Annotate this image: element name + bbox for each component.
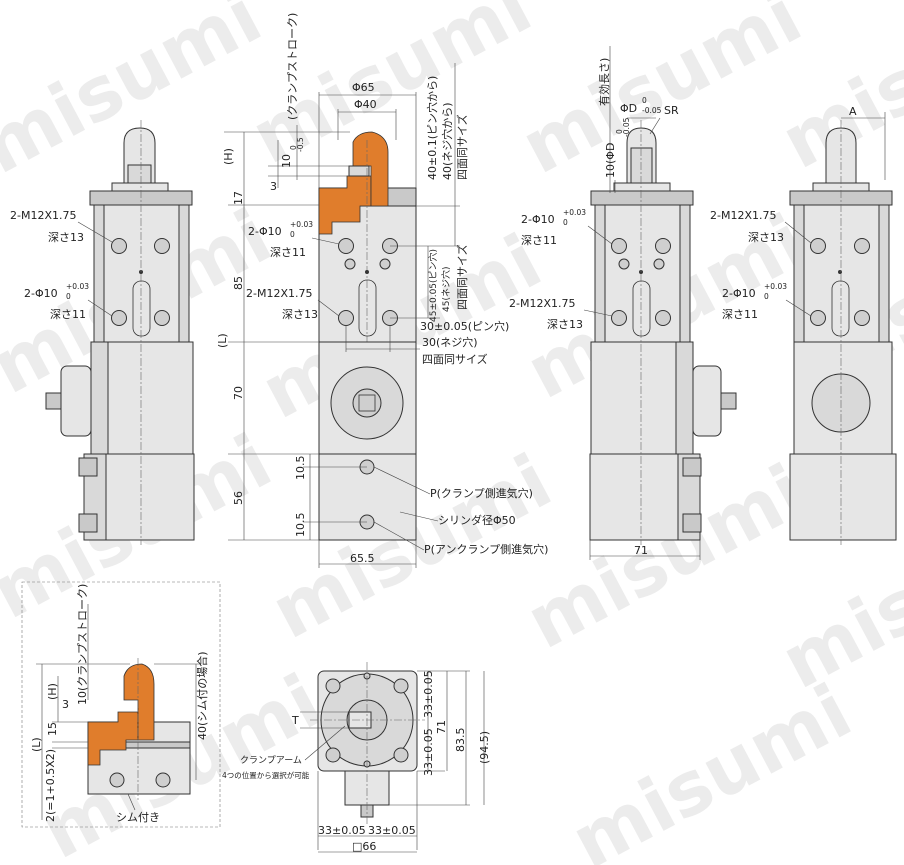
dim-3: 3: [270, 180, 277, 193]
dim-83-5: 83.5: [454, 728, 467, 753]
v-45-pin: 45±0.05(ピン穴): [427, 249, 439, 322]
dim-3: 3: [62, 698, 69, 711]
shim-detail: (H) 10(クランプストローク) 3 15 (L) 2(=1+0.5X2) 4…: [21, 581, 221, 828]
dim-33: 33±0.05: [422, 728, 435, 776]
pin-hole-tol-top: +0.03: [66, 282, 89, 291]
dim-shim-2: 2(=1+0.5X2): [44, 749, 57, 822]
dim-t: T: [291, 714, 299, 727]
watermark-text: misumi: [508, 0, 815, 191]
clamp-stroke-label: (クランプストローク): [286, 13, 299, 120]
v-same4: 四面同サイズ: [455, 244, 469, 310]
pin-hole-tol-top: +0.03: [764, 282, 787, 291]
clamp-arm-label: クランプアーム: [240, 755, 302, 766]
with-shim-dim: 40(シム付の場合): [195, 651, 209, 740]
v-45-screw: 45(ネジ穴): [440, 267, 452, 312]
watermark-text: misumi: [558, 668, 865, 865]
dim-15: 15: [46, 722, 59, 736]
dim-phi65: Φ65: [352, 81, 375, 94]
depth-label: 深さ11: [521, 234, 557, 247]
dim-70: 70: [232, 386, 245, 400]
pin-hole-tol-bot: 0: [764, 292, 769, 301]
pin-hole-label: 2-Φ10: [24, 287, 58, 300]
dim-h: (H): [222, 148, 235, 165]
pin-hole-label: 2-Φ10: [521, 213, 555, 226]
port-p-clamp: P(クランプ側進気穴): [430, 486, 533, 500]
dim-33: 33±0.05: [368, 824, 416, 837]
front-view: Φ65 Φ40 (クランプストローク) (H) 17 85 70 56 (L) …: [216, 13, 548, 568]
pin-hole-tol-bot: 0: [290, 230, 295, 239]
depth-label: 深さ11: [722, 308, 758, 321]
arm-note: 4つの位置から選択が可能: [222, 770, 310, 780]
depth-label: 深さ13: [748, 231, 784, 244]
tap-label: 2-M12X1.75: [509, 297, 575, 310]
depth-label: 深さ13: [48, 231, 84, 244]
dim-10-tol-top: 0: [289, 145, 298, 150]
dim-94-5: (94.5): [478, 731, 491, 764]
dim-10-5: 10.5: [294, 513, 307, 538]
dim-phi40: Φ40: [354, 98, 377, 111]
dim-h: (H): [46, 683, 59, 700]
pin-hole-label: 2-Φ10: [248, 225, 282, 238]
dim-l: (L): [216, 333, 229, 348]
v-40-screw: 40(ネジ穴から): [440, 102, 454, 180]
depth-label: 深さ11: [270, 246, 306, 259]
port-p-unclamp: P(アンクランプ側進気穴): [424, 542, 548, 556]
tap-label: 2-M12X1.75: [10, 209, 76, 222]
clamp-stroke: 10(クランプストローク): [76, 584, 89, 705]
dim-phi-d-tol-bot: -0.05: [642, 106, 662, 115]
pin-hole-tol-bot: 0: [563, 218, 568, 227]
pin-hole-tol-bot: 0: [66, 292, 71, 301]
depth-label: 深さ13: [282, 308, 318, 321]
dim-phi-d: ΦD: [620, 102, 637, 115]
pin-hole-tol-top: +0.03: [563, 208, 586, 217]
watermark-text: misumi: [238, 0, 545, 181]
v-40-pin: 40±0.1(ピン穴から): [425, 76, 439, 180]
dim-a: A: [849, 105, 857, 118]
dim-33: 33±0.05: [318, 824, 366, 837]
dim-l: (L): [30, 737, 43, 752]
effective-length: 有効長さ): [597, 58, 611, 106]
rear-view: A 2-M12X1.75 深さ13 2-Φ10 +0.03 0 深さ11: [710, 105, 897, 545]
dim-71: 71: [634, 544, 648, 557]
dim-10-phi-d: 10(ΦD: [604, 143, 617, 178]
side-view-left: 2-M12X1.75 深さ13 2-Φ10 +0.03 0 深さ11: [10, 120, 195, 545]
cylinder-bore: シリンダ径Φ50: [438, 513, 516, 527]
tap-label: 2-M12X1.75: [710, 209, 776, 222]
dim-33: 33±0.05: [422, 670, 435, 718]
shim-caption: シム付き: [116, 811, 160, 824]
depth-label: 深さ13: [547, 318, 583, 331]
side-view-right: 71 10(ΦD 0 -0.05 有効長さ) ΦD 0 -0.05 SR 2-Φ…: [509, 46, 737, 560]
dim-85: 85: [232, 276, 245, 290]
pin-hole-tol-top: +0.03: [290, 220, 313, 229]
dim-10-5: 10.5: [294, 456, 307, 481]
dim-71: 71: [435, 720, 448, 734]
dim-10: 10: [280, 154, 293, 168]
depth-label: 深さ11: [50, 308, 86, 321]
dim-10-tol-bot: -0.5: [296, 137, 305, 152]
top-view: T クランプアーム 4つの位置から選択が可能 33±0.05 33±0.05 7…: [222, 662, 491, 853]
dim-65-5: 65.5: [350, 552, 375, 565]
h-30-pin: 30±0.05(ピン穴): [420, 319, 509, 333]
v-same4: 四面同サイズ: [455, 114, 469, 180]
h-same4: 四面同サイズ: [422, 352, 488, 366]
dim-phi-d-tol-top: 0: [642, 96, 647, 105]
dim-10-phi-d-tol-top: 0: [615, 129, 624, 134]
tap-label: 2-M12X1.75: [246, 287, 312, 300]
dim-17: 17: [232, 191, 245, 205]
dim-56: 56: [232, 491, 245, 505]
pin-hole-label: 2-Φ10: [722, 287, 756, 300]
h-30-screw: 30(ネジ穴): [422, 335, 478, 349]
dim-66: □66: [352, 840, 376, 853]
dim-sr: SR: [664, 104, 679, 117]
dim-10-phi-d-tol-bot: -0.05: [622, 117, 631, 137]
